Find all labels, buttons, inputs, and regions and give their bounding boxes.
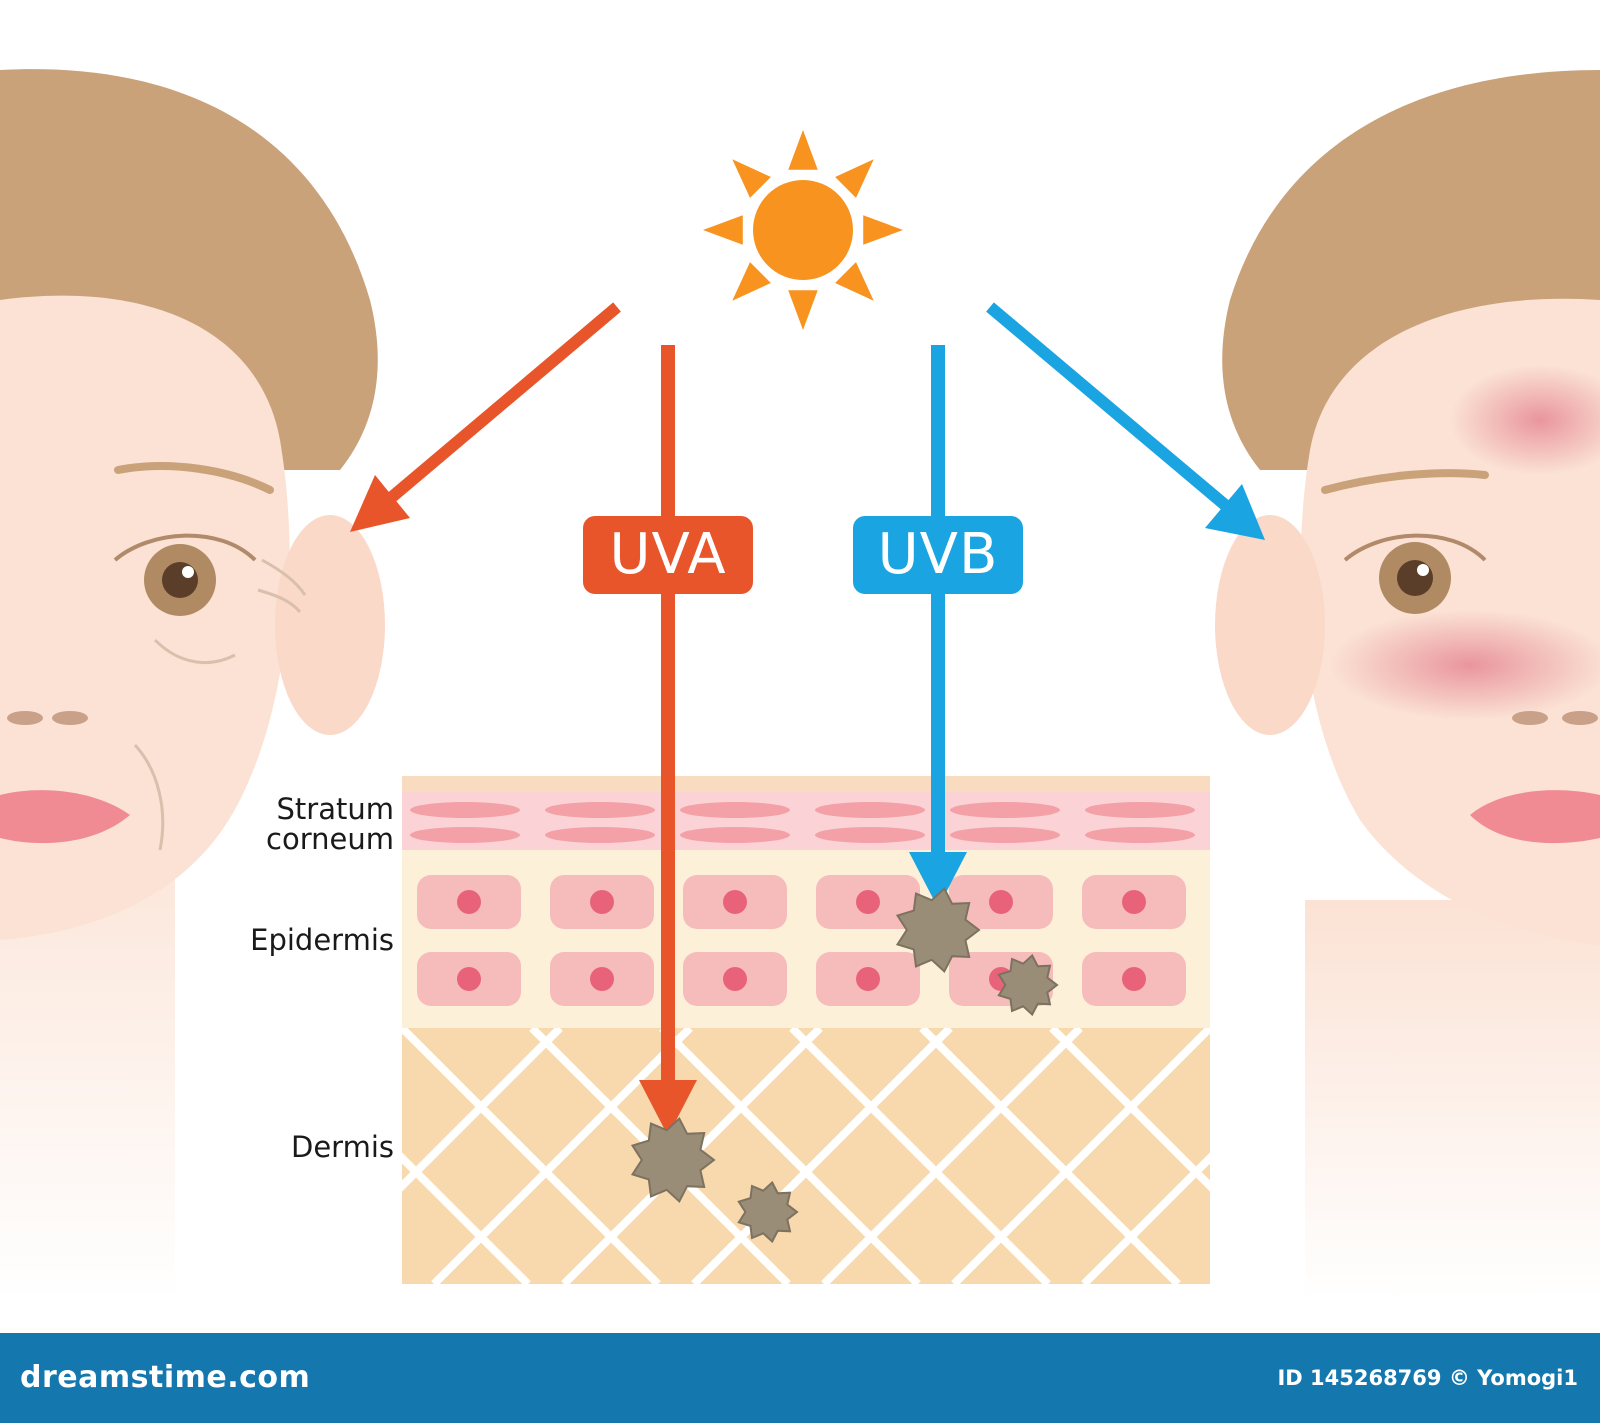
skin-cross-section bbox=[402, 776, 1210, 1284]
dermis-layer bbox=[402, 1028, 1210, 1284]
sun-ray bbox=[863, 215, 903, 245]
stratum-corneum-layer bbox=[402, 792, 1210, 850]
sun-ray bbox=[835, 159, 874, 198]
footer-bar: dreamstime.com ID 145268769 © Yomogi1 bbox=[0, 1333, 1600, 1423]
uva-arrow-to-face bbox=[350, 302, 621, 532]
label-corneum: corneum bbox=[266, 822, 394, 856]
uva-label: UVA bbox=[583, 516, 753, 594]
melanin-spot bbox=[630, 1116, 716, 1204]
sun-ray bbox=[788, 130, 818, 170]
uv-skin-diagram: Stratum corneum Epidermis Dermis UVA UVB bbox=[0, 69, 1600, 1300]
label-stratum-corneum: Stratum corneum bbox=[266, 794, 394, 854]
sun-ray bbox=[703, 215, 743, 245]
footer-credit: ID 145268769 © Yomogi1 bbox=[1277, 1366, 1578, 1390]
sun-icon bbox=[703, 130, 903, 330]
aging-face-icon bbox=[0, 69, 385, 1300]
label-epidermis: Epidermis bbox=[250, 923, 394, 957]
sun-ray bbox=[732, 159, 771, 198]
sun-ray bbox=[732, 262, 771, 301]
label-dermis: Dermis bbox=[290, 1130, 394, 1164]
sun-ray bbox=[835, 262, 874, 301]
uvb-arrows bbox=[909, 302, 1265, 908]
uvb-arrow-to-face bbox=[986, 302, 1265, 540]
melanin-spot bbox=[895, 886, 981, 974]
epidermis-layer bbox=[402, 850, 1210, 1028]
sunburned-face-icon bbox=[1215, 70, 1600, 1300]
footer-brand[interactable]: dreamstime.com bbox=[20, 1360, 311, 1395]
melanin-spot-icon bbox=[630, 886, 1059, 1244]
label-stratum: Stratum bbox=[276, 792, 394, 826]
melanin-spot bbox=[997, 953, 1059, 1017]
uvb-label: UVB bbox=[853, 516, 1023, 594]
sun-ray bbox=[788, 290, 818, 330]
melanin-spot bbox=[737, 1180, 799, 1244]
uva-arrow-into-dermis bbox=[639, 345, 697, 1136]
uva-arrows bbox=[350, 302, 697, 1136]
uvb-arrow-into-epidermis bbox=[909, 345, 967, 908]
